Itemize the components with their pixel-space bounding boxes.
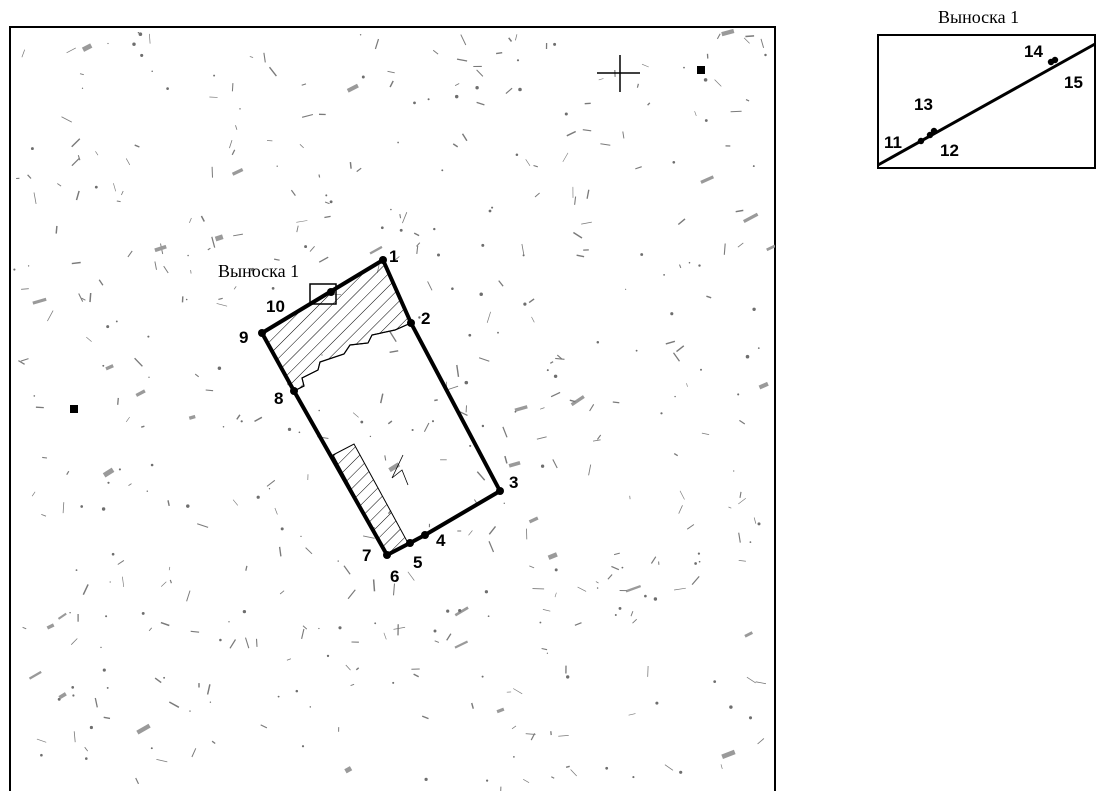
survey-marker: [697, 66, 705, 74]
inset-boundary-line: [877, 42, 1096, 167]
point-label-5: 5: [413, 553, 422, 572]
inset-vertex: [930, 127, 938, 135]
point-label-10: 10: [266, 297, 285, 316]
callout-frame: [309, 283, 337, 305]
point-label-1: 1: [389, 247, 398, 266]
parcel-point-labels: 1 2 3 4 5 6 7 8 9 10: [239, 247, 518, 586]
point-label-8: 8: [274, 389, 283, 408]
survey-marker: [70, 405, 78, 413]
crosshair-marker: [597, 55, 640, 92]
callout-caption: Выноска 1: [218, 261, 299, 281]
inset-point-14: 14: [1024, 42, 1043, 61]
inset-vertex: [1051, 56, 1059, 64]
point-label-9: 9: [239, 328, 248, 347]
inset-point-12: 12: [940, 141, 959, 160]
inset-point-15: 15: [1064, 73, 1083, 92]
point-label-3: 3: [509, 473, 518, 492]
inset-point-11: 11: [884, 133, 902, 152]
point-label-4: 4: [436, 531, 446, 550]
parcel-vertex: [407, 319, 415, 327]
parcel-vertex: [379, 256, 387, 264]
inset-vertex: [926, 131, 934, 139]
map-background-texture: [13, 28, 775, 791]
inset-vertex: [917, 137, 925, 145]
inset-title: Выноска 1: [938, 7, 1019, 27]
parcel-vertex: [496, 487, 504, 495]
map-frame: [9, 26, 776, 791]
building-outline: [293, 322, 412, 392]
parcel-vertex: [383, 551, 391, 559]
parcel-vertex: [327, 288, 335, 296]
parcel-vertex: [290, 387, 298, 395]
building-outline-inner: [391, 454, 409, 486]
point-label-2: 2: [421, 309, 430, 328]
inset-point-13: 13: [914, 95, 933, 114]
parcel-vertex: [421, 531, 429, 539]
inset-callout: Выноска 1 11 12 13 14 15: [877, 7, 1096, 169]
point-label-7: 7: [362, 546, 371, 565]
parcel-vertices: [258, 256, 504, 559]
parcel-vertex: [258, 329, 266, 337]
parcel-vertex: [406, 539, 414, 547]
point-label-6: 6: [390, 567, 399, 586]
